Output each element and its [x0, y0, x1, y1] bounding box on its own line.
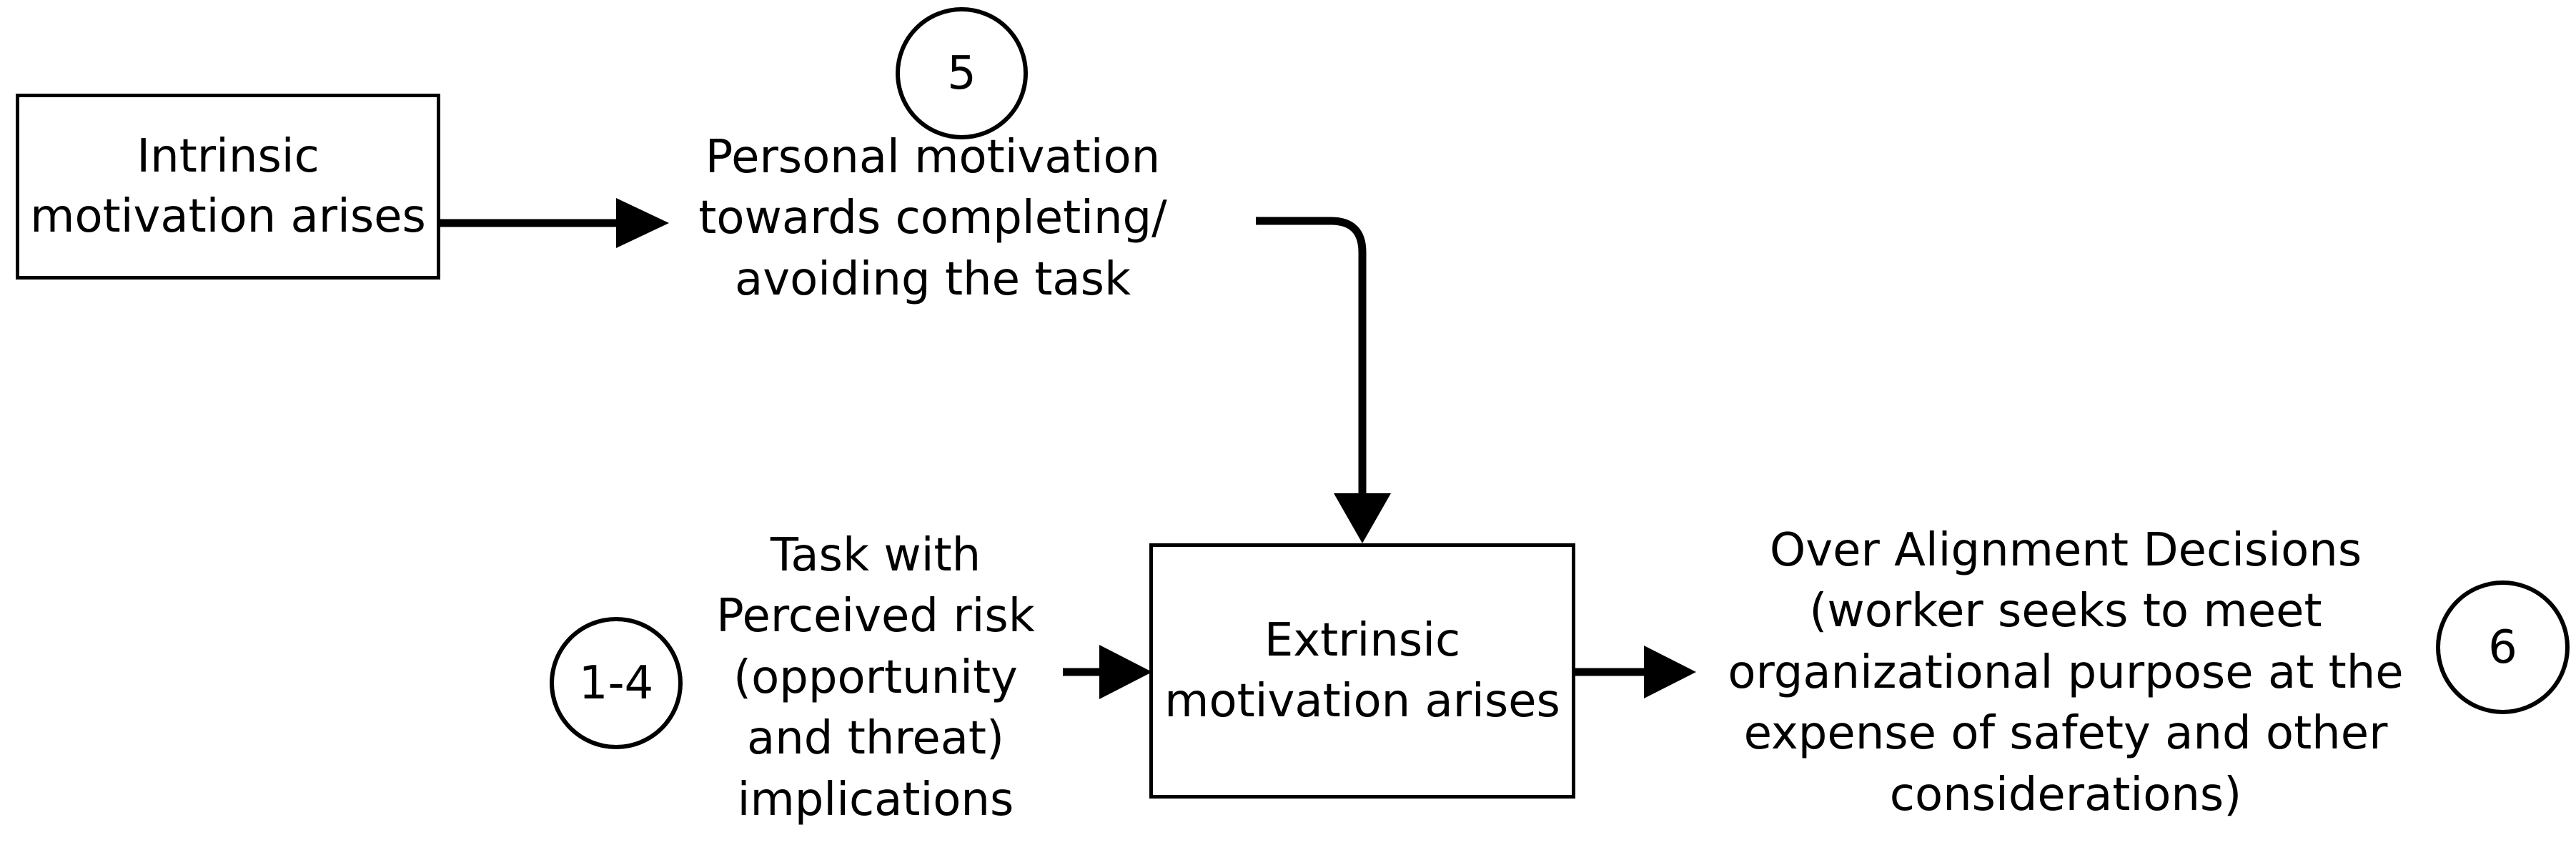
step-marker-6[interactable]: 6 [2436, 580, 2570, 714]
node-intrinsic-motivation[interactable]: Intrinsic motivation arises [16, 94, 440, 280]
text-over-alignment-decisions: Over Alignment Decisions (worker seeks t… [1728, 524, 2404, 821]
text-task-perceived-risk: Task with Perceived risk (opportunity an… [716, 529, 1035, 826]
node-extrinsic-motivation-label: Extrinsic motivation arises [1164, 614, 1560, 728]
step-marker-1-4-label: 1-4 [578, 656, 654, 710]
connector-extrinsic-to-over-alignment [1575, 646, 1696, 698]
step-marker-6-label: 6 [2488, 621, 2517, 674]
step-marker-5[interactable]: 5 [896, 7, 1028, 139]
connector-intrinsic-to-personal [440, 198, 669, 248]
text-personal-motivation: Personal motivation towards completing/ … [698, 131, 1167, 306]
node-extrinsic-motivation[interactable]: Extrinsic motivation arises [1149, 543, 1575, 799]
step-marker-1-4[interactable]: 1-4 [550, 617, 683, 749]
connector-personal-to-extrinsic [1256, 217, 1391, 543]
node-intrinsic-motivation-label: Intrinsic motivation arises [30, 129, 426, 243]
step-marker-5-label: 5 [947, 46, 976, 100]
